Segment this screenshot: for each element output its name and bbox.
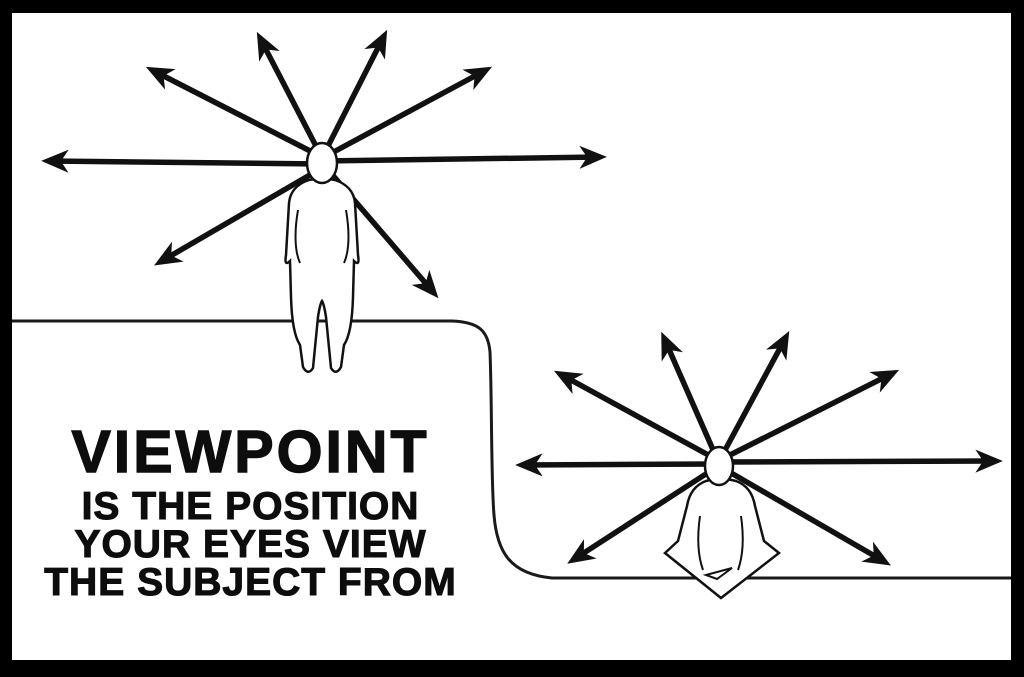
arrow-left-icon [515,453,720,477]
seated-person-feet-line [702,567,733,581]
arrow-up-right-icon [326,66,493,158]
arrow-up-left-steep-icon [661,331,717,454]
ground-step-line [12,319,1011,580]
standing-person-body [284,177,360,373]
caption-line-3: THE SUBJECT FROM [44,561,457,604]
frame-left [0,0,12,677]
caption-line-1: IS THE POSITION [81,485,420,528]
drawing-area [12,13,1011,660]
arrow-down-right-icon [724,467,891,566]
arrow-right-icon [321,145,607,169]
seated-person-left-arm-line [697,515,704,571]
arrow-up-right-steep-icon [323,29,388,152]
seated-figure-view-arrows [515,330,1003,566]
standing-person-figure [284,141,360,373]
arrow-up-left-icon [553,370,714,460]
arrow-up-right-steep-icon [721,330,790,454]
standing-person-head [305,141,339,185]
frame-top [0,0,1024,13]
frame-right [1011,0,1024,677]
frame-bottom [0,660,1024,677]
arrow-up-left-steep-icon [256,31,321,152]
arrow-left-icon [41,149,323,173]
seated-person-head [703,445,735,487]
arrow-down-left-icon [154,169,317,266]
standing-person-right-arm-line [343,209,350,264]
caption: VIEWPOINT IS THE POSITION YOUR EYES VIEW… [28,419,473,604]
seated-person-figure [663,445,782,600]
arrow-down-left-icon [567,467,714,564]
arrow-up-left-icon [145,66,320,158]
caption-title: VIEWPOINT [71,419,430,485]
seated-person-right-arm-line [737,515,744,571]
arrow-up-right-icon [724,369,900,460]
standing-person-left-arm-line [294,209,301,264]
caption-line-2: YOUR EYES VIEW [74,523,427,566]
arrow-right-icon [718,449,1003,473]
